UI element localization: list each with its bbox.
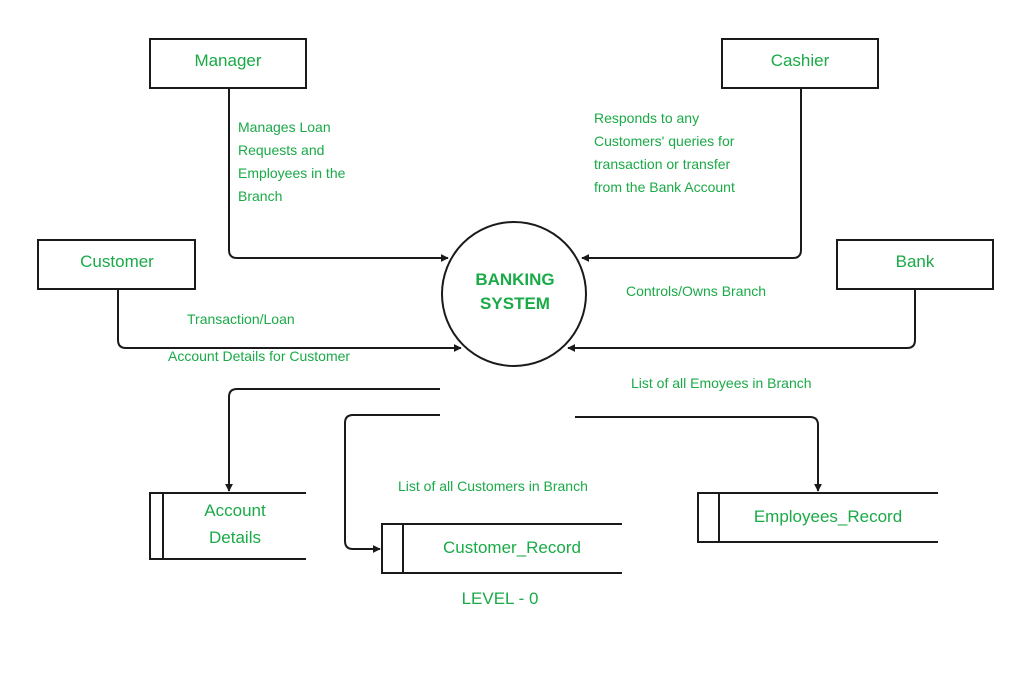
flow-label-customer-in: Transaction/Loan: [187, 311, 295, 327]
diagram-caption: LEVEL - 0: [462, 589, 539, 608]
entity-bank[interactable]: Bank: [836, 239, 994, 290]
flow-label-cashier-line3: transaction or transfer: [594, 156, 731, 172]
flow-customer-record-connector: [344, 414, 440, 553]
flow-label-bank: Controls/Owns Branch: [626, 283, 766, 299]
entity-manager[interactable]: Manager: [149, 38, 307, 89]
flow-employees-record-connector: [575, 416, 822, 492]
entity-bank-label: Bank: [896, 252, 935, 271]
entity-cashier[interactable]: Cashier: [721, 38, 879, 89]
entity-customer[interactable]: Customer: [37, 239, 196, 290]
flow-label-employees: List of all Emoyees in Branch: [631, 375, 812, 391]
datastore-employees-record[interactable]: Employees_Record: [697, 492, 938, 543]
entity-cashier-label: Cashier: [771, 51, 830, 70]
flow-manager-connector: [228, 88, 449, 262]
datastore-customer-record[interactable]: Customer_Record: [381, 523, 622, 574]
flow-label-cashier-line2: Customers' queries for: [594, 133, 735, 149]
flow-label-manager-line1: Manages Loan: [238, 119, 331, 135]
process-banking-system[interactable]: BANKING SYSTEM: [441, 221, 587, 367]
flow-bank-connector: [567, 289, 916, 352]
datastore-account-label-line2: Details: [209, 528, 261, 547]
flow-label-cashier-line1: Responds to any: [594, 110, 699, 126]
flow-label-cashier-line4: from the Bank Account: [594, 179, 735, 195]
flow-cashier-connector: [581, 88, 802, 262]
process-label-line1: BANKING: [475, 270, 554, 289]
flow-label-customers: List of all Customers in Branch: [398, 478, 588, 494]
flow-account-details-connector: [225, 388, 440, 492]
entity-customer-label: Customer: [80, 252, 154, 271]
datastore-account-details[interactable]: Account Details: [149, 492, 306, 560]
flow-customer-connector: [117, 289, 462, 352]
datastore-account-label-line1: Account: [204, 501, 266, 520]
flow-label-customer-out: Account Details for Customer: [168, 348, 350, 364]
flow-label-manager-line3: Employees in the: [238, 165, 346, 181]
datastore-customer-label: Customer_Record: [443, 538, 581, 557]
flow-label-manager-line4: Branch: [238, 188, 282, 204]
datastore-employees-label: Employees_Record: [754, 507, 902, 526]
process-label-line2: SYSTEM: [480, 294, 550, 313]
flow-label-manager-line2: Requests and: [238, 142, 324, 158]
flow-label-cashier: Responds to any Customers' queries for t…: [594, 110, 735, 195]
flow-label-manager: Manages Loan Requests and Employees in t…: [238, 119, 346, 204]
entity-manager-label: Manager: [194, 51, 261, 70]
